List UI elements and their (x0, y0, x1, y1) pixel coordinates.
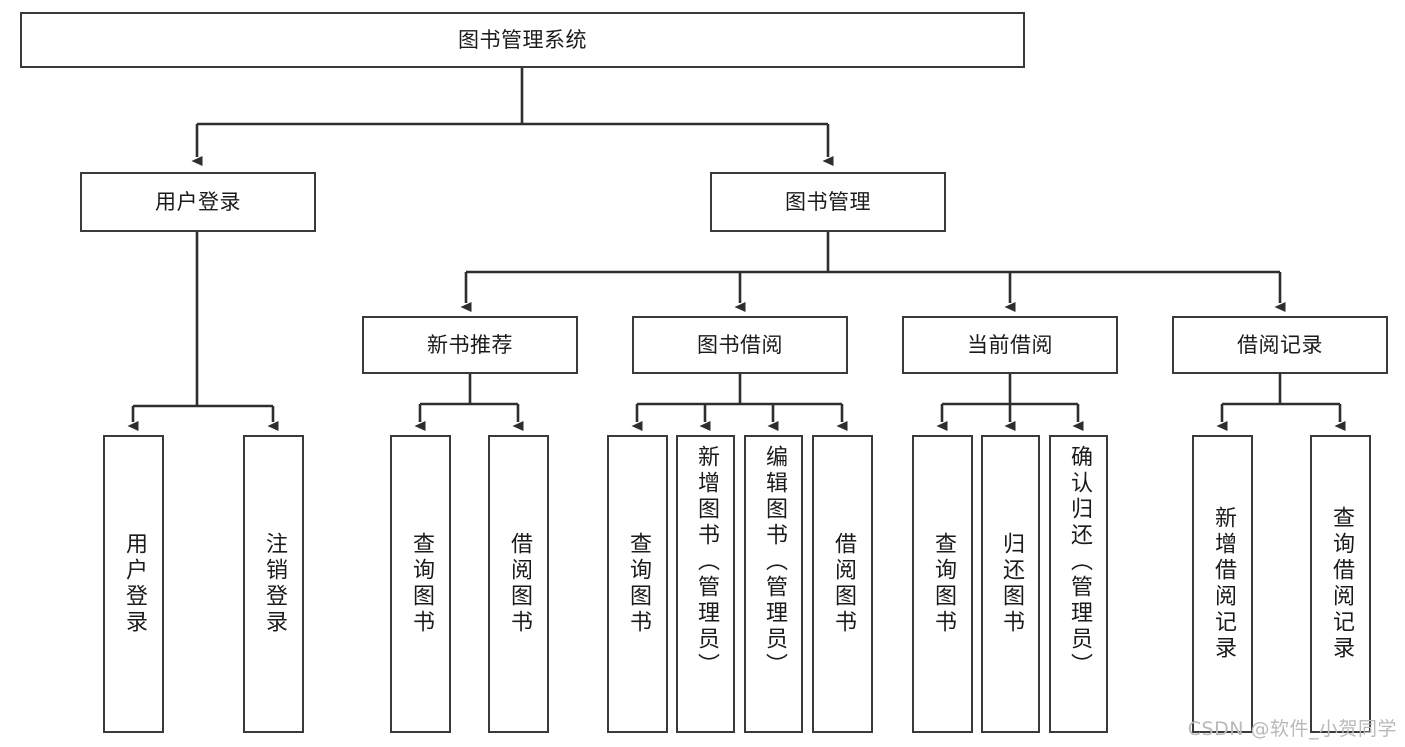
leaf-borrow-borrow-book[interactable]: 借阅图书 (812, 435, 873, 733)
node-root-system[interactable]: 图书管理系统 (20, 12, 1025, 68)
leaf-recommend-query-book[interactable]: 查询图书 (390, 435, 451, 733)
leaf-current-confirm-return-admin[interactable]: 确认归还（管理员） (1049, 435, 1108, 733)
leaf-borrow-query-book[interactable]: 查询图书 (607, 435, 668, 733)
node-label: 确认归还（管理员） (1066, 445, 1092, 679)
node-label: 借阅图书 (830, 532, 856, 636)
leaf-recommend-borrow-book[interactable]: 借阅图书 (488, 435, 549, 733)
leaf-record-query-record[interactable]: 查询借阅记录 (1310, 435, 1371, 733)
node-label: 借阅图书 (506, 532, 532, 636)
node-label: 新增图书（管理员） (693, 445, 719, 679)
leaf-current-return-book[interactable]: 归还图书 (981, 435, 1040, 733)
node-label: 当前借阅 (967, 332, 1053, 357)
node-book-borrow[interactable]: 图书借阅 (632, 316, 848, 374)
node-label: 编辑图书（管理员） (761, 445, 787, 679)
node-label: 归还图书 (998, 532, 1024, 636)
node-label: 查询图书 (408, 532, 434, 636)
node-label: 注销登录 (261, 532, 287, 636)
node-label: 新书推荐 (427, 332, 513, 357)
node-label: 图书管理系统 (458, 27, 587, 52)
leaf-borrow-edit-book-admin[interactable]: 编辑图书（管理员） (744, 435, 803, 733)
node-label: 图书借阅 (697, 332, 783, 357)
csdn-watermark: CSDN @软件_小贺同学 (1187, 718, 1397, 740)
leaf-record-add-record[interactable]: 新增借阅记录 (1192, 435, 1253, 733)
node-label: 图书管理 (785, 189, 871, 214)
node-current-borrow[interactable]: 当前借阅 (902, 316, 1118, 374)
node-label: 用户登录 (121, 532, 147, 636)
node-label: 查询图书 (930, 532, 956, 636)
leaf-user-login-logout[interactable]: 注销登录 (243, 435, 304, 733)
node-new-book-recommend[interactable]: 新书推荐 (362, 316, 578, 374)
leaf-current-query-book[interactable]: 查询图书 (912, 435, 973, 733)
node-label: 用户登录 (155, 189, 241, 214)
node-borrow-record[interactable]: 借阅记录 (1172, 316, 1388, 374)
leaf-borrow-add-book-admin[interactable]: 新增图书（管理员） (676, 435, 735, 733)
node-book-management[interactable]: 图书管理 (710, 172, 946, 232)
node-label: 新增借阅记录 (1210, 506, 1236, 662)
node-label: 查询图书 (625, 532, 651, 636)
leaf-user-login-login[interactable]: 用户登录 (103, 435, 164, 733)
node-user-login[interactable]: 用户登录 (80, 172, 316, 232)
node-label: 查询借阅记录 (1328, 506, 1354, 662)
node-label: 借阅记录 (1237, 332, 1323, 357)
